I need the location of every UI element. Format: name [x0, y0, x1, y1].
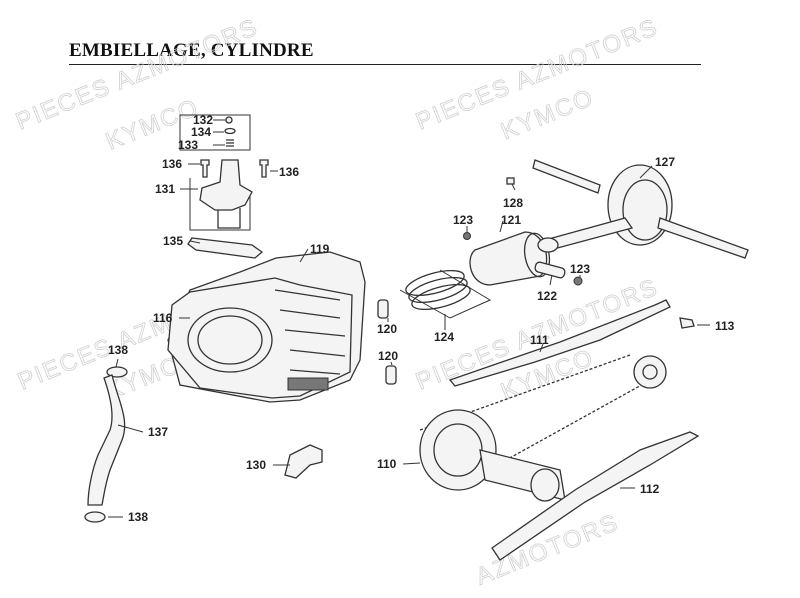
diagram-title: EMBIELLAGE, CYLINDRE [69, 40, 314, 61]
chain-rail-112 [491, 431, 700, 561]
cam-bearing [530, 468, 560, 502]
label-138-bottom: 138 [128, 510, 148, 524]
label-135: 135 [163, 234, 183, 248]
part-labels: 132 134 133 136 136 131 135 119 116 138 … [108, 113, 735, 524]
bolt-132 [225, 116, 233, 124]
piston-assembly [463, 231, 583, 286]
cylinder-bore [187, 307, 273, 373]
label-130: 130 [246, 458, 266, 472]
gasket-135 [187, 237, 264, 259]
clip-123-right [573, 276, 583, 286]
chain-guide-111 [448, 299, 671, 387]
cylinder-bore-inner [197, 315, 263, 365]
tensioner-131 [199, 159, 253, 211]
label-138-top: 138 [108, 343, 128, 357]
label-132: 132 [193, 113, 213, 127]
label-133: 133 [178, 138, 198, 152]
piston-rings-124 [399, 269, 492, 319]
crank-web-outer [607, 164, 673, 246]
label-137: 137 [148, 425, 168, 439]
label-131: 131 [155, 182, 175, 196]
label-127: 127 [655, 155, 675, 169]
label-134: 134 [191, 125, 211, 139]
washer-134 [224, 127, 236, 135]
label-136-right: 136 [279, 165, 299, 179]
piston-crown [523, 232, 551, 278]
label-128: 128 [503, 196, 523, 210]
dowel-120-lower [385, 365, 397, 385]
rod-small-end [537, 237, 559, 253]
label-123-left: 123 [453, 213, 473, 227]
cylinder-port [287, 377, 329, 391]
bolt-136-left [200, 159, 210, 178]
crank-shaft-left [532, 159, 601, 194]
crankshaft-127 [506, 159, 749, 259]
key-128 [506, 177, 515, 185]
hose-assembly [84, 366, 128, 523]
piston-121 [469, 231, 548, 286]
cylinder-assembly [167, 251, 366, 403]
bolt-113 [679, 317, 695, 329]
label-113: 113 [715, 319, 735, 333]
clip-123-left [463, 232, 471, 240]
spring-133 [226, 139, 234, 147]
crank-web-inner [622, 179, 668, 241]
label-111: 111 [530, 333, 549, 347]
dowel-120-upper [377, 299, 389, 319]
crank-sprocket [633, 355, 667, 389]
label-116: 116 [153, 311, 173, 325]
tensioner-assembly [179, 114, 269, 259]
label-112: 112 [640, 482, 660, 496]
label-136-left: 136 [162, 157, 182, 171]
group-box-top [179, 114, 251, 151]
label-119: 119 [310, 242, 330, 256]
pin-122 [534, 261, 566, 279]
label-121: 121 [501, 213, 521, 227]
camshaft-110 [419, 355, 667, 502]
crank-shaft-right [657, 217, 749, 259]
title-rule [69, 64, 701, 65]
label-123-right: 123 [570, 262, 590, 276]
clamp-138-bottom [84, 511, 106, 523]
hose-137 [87, 374, 126, 506]
label-124: 124 [434, 330, 454, 344]
bolt-136-right [259, 159, 269, 178]
label-122: 122 [537, 289, 557, 303]
label-120-upper: 120 [377, 322, 397, 336]
cam-sprocket [419, 409, 497, 491]
leader-lines [108, 119, 710, 518]
group-box-bottom [189, 178, 251, 231]
label-120-lower: 120 [378, 349, 398, 363]
rings-bracket [399, 269, 492, 319]
bracket-130 [284, 444, 323, 479]
label-110: 110 [377, 457, 397, 471]
cylinder-fins [274, 289, 346, 375]
tensioner-plunger [217, 208, 241, 229]
